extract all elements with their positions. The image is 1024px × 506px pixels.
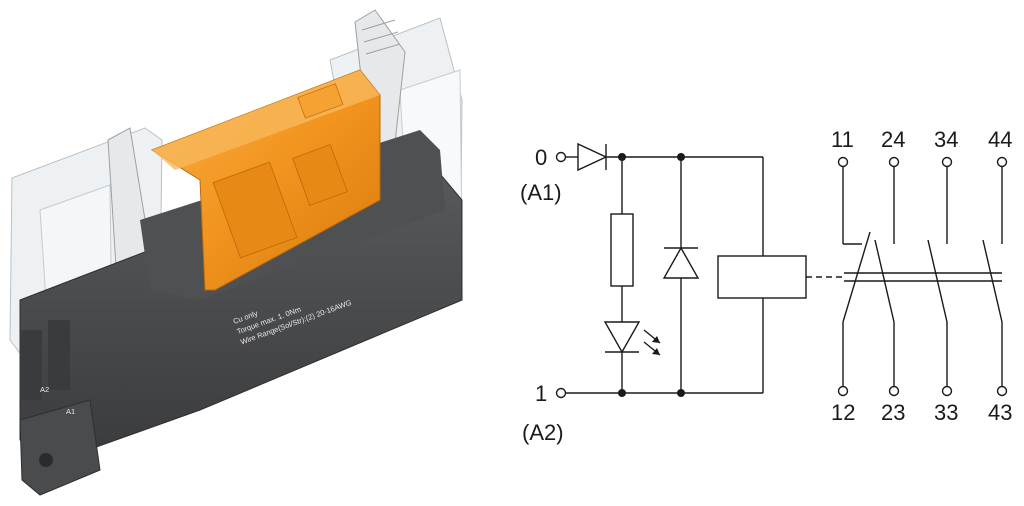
freewheel-diode (662, 246, 700, 279)
terminal-a2-label: A2 (40, 385, 49, 394)
circuit-schematic: 0 (A1) 1 (A2) 11 (520, 127, 1012, 445)
input-diode (577, 142, 608, 172)
contact-24-23: 24 23 (874, 127, 905, 425)
contact-label-34: 34 (934, 127, 958, 152)
contact-label-23: 23 (881, 400, 905, 425)
contact-11-12: 11 12 (831, 127, 871, 425)
coil-terminal-1-number: 1 (535, 381, 547, 406)
resistor (610, 213, 634, 287)
relay-product-photo: Cu only Torque max. 1. 0Nm Wire Range(So… (9, 9, 463, 496)
contact-label-12: 12 (831, 400, 855, 425)
contact-label-44: 44 (988, 127, 1012, 152)
contact-label-24: 24 (881, 127, 905, 152)
terminal-1 (555, 387, 567, 399)
led-indicator (603, 321, 661, 356)
relay-coil (717, 255, 807, 299)
contact-34-33: 34 33 (927, 127, 958, 425)
terminal-a1-label: A1 (66, 407, 75, 416)
contact-label-11: 11 (831, 127, 854, 152)
contact-label-43: 43 (988, 400, 1012, 425)
relay-module (150, 69, 381, 291)
coil-terminal-1-alias: (A2) (522, 420, 564, 445)
junction-node (618, 389, 626, 397)
junction-node (677, 389, 685, 397)
terminal-0 (555, 151, 567, 163)
contact-44-43: 44 43 (982, 127, 1012, 425)
coil-terminal-0-number: 0 (535, 145, 547, 170)
contact-label-33: 33 (934, 400, 958, 425)
coil-terminal-0-alias: (A1) (520, 180, 562, 205)
